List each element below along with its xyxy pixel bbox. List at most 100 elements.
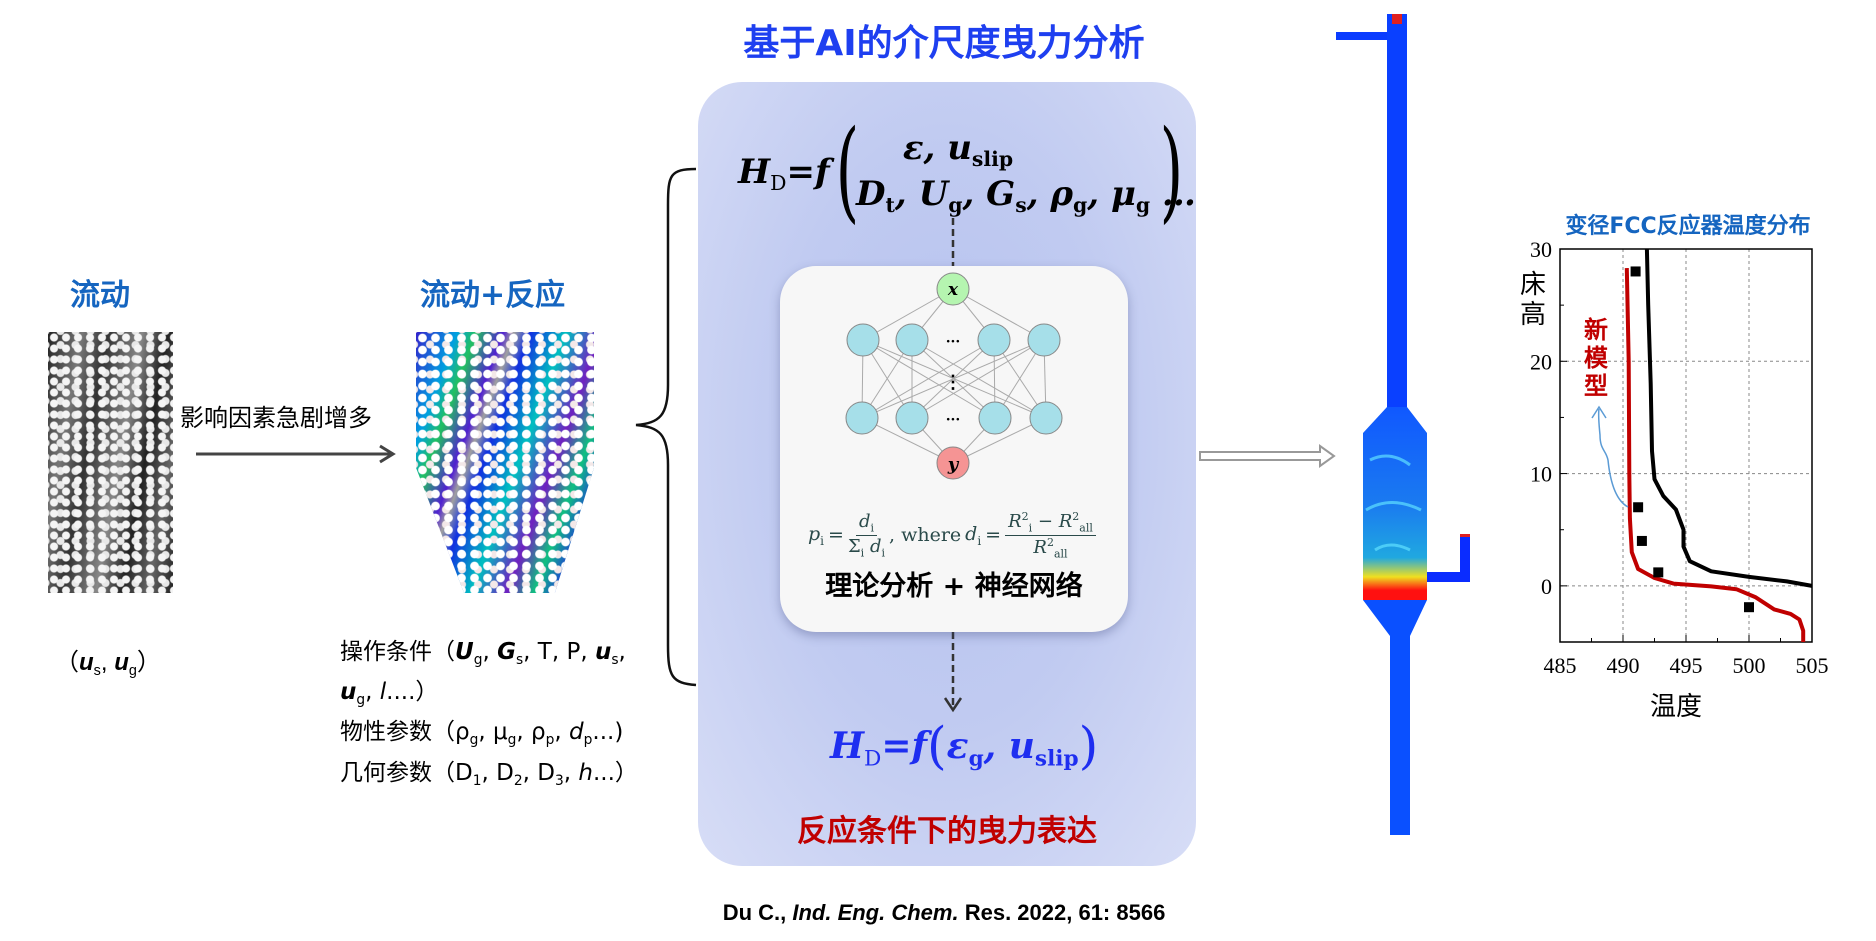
top-outlet-pipe bbox=[1336, 32, 1392, 40]
main-title: 基于AI的介尺度曳力分析 bbox=[743, 23, 1145, 64]
flow-label: 流动 bbox=[70, 278, 130, 313]
text-segment: l bbox=[379, 679, 387, 705]
text-segment: ) bbox=[1078, 716, 1099, 775]
vertical-ellipsis: ⋮ bbox=[944, 372, 962, 393]
hidden-node bbox=[895, 323, 929, 357]
x-tick-label: 500 bbox=[1733, 653, 1766, 678]
text-segment: =f bbox=[881, 724, 927, 767]
citation: Du C., Ind. Eng. Chem. Res. 2022, 61: 85… bbox=[0, 900, 1876, 926]
y-axis-label: 床高 bbox=[1520, 270, 1547, 330]
operating-conditions: 操作条件（Ug, Gs, T, P, us, bbox=[340, 632, 626, 668]
formula-head: HD=f bbox=[738, 152, 830, 195]
text-segment: ( bbox=[927, 716, 947, 775]
text-segment: , bbox=[482, 639, 498, 665]
nn-edge bbox=[862, 288, 954, 341]
physical-parameters: 物性参数（ρg, μg, ρp, dp...) bbox=[340, 712, 623, 748]
drag-formula-general: HD=f ( ε, uslip Dt, Ug, Gs, ρg, μg … ) bbox=[738, 115, 1196, 228]
annotation-arrowhead bbox=[1591, 405, 1607, 419]
text-segment: HD bbox=[830, 724, 882, 772]
x-tick-label: 505 bbox=[1796, 653, 1829, 678]
series-line-new-model bbox=[1624, 268, 1806, 642]
nn-edge bbox=[952, 288, 1045, 341]
input-node bbox=[936, 272, 970, 306]
text-segment: =f bbox=[786, 152, 830, 192]
nn-edge bbox=[861, 339, 995, 419]
text-segment: ug bbox=[340, 679, 366, 708]
text-segment: HD bbox=[738, 152, 787, 196]
result-label: 反应条件下的曳力表达 bbox=[797, 814, 1097, 849]
text-segment: ε, bbox=[902, 128, 948, 168]
connector-arrow bbox=[943, 218, 963, 713]
nn-edge bbox=[862, 339, 1047, 419]
data-point bbox=[1653, 567, 1664, 578]
text-segment: h bbox=[578, 760, 593, 786]
text-segment: uslip bbox=[947, 128, 1014, 172]
annotation-arrow bbox=[1597, 408, 1629, 508]
neural-network-diagram: xy······⋮ bbox=[845, 272, 1063, 480]
lower-tube bbox=[1363, 600, 1427, 835]
x-tick-label: 490 bbox=[1607, 653, 1640, 678]
chart-title: 变径FCC反应器温度分布 bbox=[1565, 214, 1811, 239]
nn-edge bbox=[862, 339, 996, 419]
text-segment: ...） bbox=[592, 760, 638, 786]
right-paren: ) bbox=[1159, 106, 1184, 234]
hidden-node bbox=[845, 401, 879, 435]
y-tick-label: 10 bbox=[1530, 462, 1552, 487]
text-segment: , D2 bbox=[481, 760, 523, 789]
data-point bbox=[1633, 502, 1644, 513]
nn-edge bbox=[861, 339, 1045, 419]
text-segment: ） bbox=[136, 649, 161, 676]
hidden-node bbox=[895, 401, 929, 435]
nn-edge bbox=[911, 339, 1047, 419]
operating-conditions-cont: ug, l....） bbox=[340, 672, 438, 708]
text-segment: , Ug bbox=[894, 174, 963, 218]
hidden-ellipsis: ··· bbox=[946, 412, 961, 428]
citation-journal: Ind. Eng. Chem. bbox=[792, 900, 959, 925]
text-segment: , Gs bbox=[962, 174, 1027, 218]
text-segment: , bbox=[365, 679, 380, 705]
card-label: 理论分析 + 神经网络 bbox=[825, 571, 1083, 602]
left-paren: ( bbox=[835, 106, 860, 234]
x-tick-label: 485 bbox=[1544, 653, 1577, 678]
flow-reaction-simulation-image bbox=[416, 332, 594, 593]
formula-line1: ε, uslip bbox=[738, 128, 1178, 171]
hollow-arrow-icon bbox=[1199, 444, 1336, 468]
hidden-node bbox=[978, 401, 1012, 435]
text-segment: Dt bbox=[856, 174, 895, 218]
x-tick-label: 495 bbox=[1670, 653, 1703, 678]
text-segment: 操作条件（ bbox=[340, 639, 455, 665]
where-text: , where bbox=[889, 524, 962, 547]
y-tick-label: 30 bbox=[1530, 237, 1552, 262]
text-segment: （ bbox=[55, 649, 79, 676]
text-segment: 几何参数（D1 bbox=[340, 760, 482, 789]
nn-edge bbox=[861, 417, 954, 464]
brace-icon bbox=[635, 167, 697, 687]
fcc-reactor-contour bbox=[1336, 14, 1470, 835]
text-segment: Gs bbox=[497, 639, 524, 668]
citation-author: Du C., bbox=[722, 900, 793, 925]
hidden-node bbox=[1029, 401, 1063, 435]
text-segment: , ρp bbox=[516, 719, 555, 748]
y-tick-label: 0 bbox=[1541, 574, 1552, 599]
text-segment: us bbox=[594, 639, 619, 668]
output-node-label: y bbox=[947, 454, 960, 475]
text-segment: , D3 bbox=[522, 760, 564, 789]
text-segment: , bbox=[618, 639, 626, 665]
text-segment: , bbox=[100, 649, 115, 676]
arrow-icon bbox=[196, 444, 396, 464]
flow-reaction-label: 流动+反应 bbox=[420, 278, 566, 313]
side-outlet bbox=[1427, 536, 1470, 582]
hidden-node bbox=[846, 323, 880, 357]
riser-tube bbox=[1387, 14, 1407, 414]
nn-edge bbox=[952, 417, 1047, 464]
hidden-node bbox=[1027, 323, 1061, 357]
text-segment: , bbox=[554, 719, 570, 745]
citation-rest: Res. 2022, 61: 8566 bbox=[958, 900, 1166, 925]
text-segment: ug bbox=[114, 649, 137, 680]
text-segment: , μg bbox=[1087, 174, 1151, 218]
x-axis-label: 温度 bbox=[1650, 692, 1703, 722]
text-segment: , bbox=[563, 760, 579, 786]
text-segment: , uslip bbox=[983, 724, 1079, 772]
